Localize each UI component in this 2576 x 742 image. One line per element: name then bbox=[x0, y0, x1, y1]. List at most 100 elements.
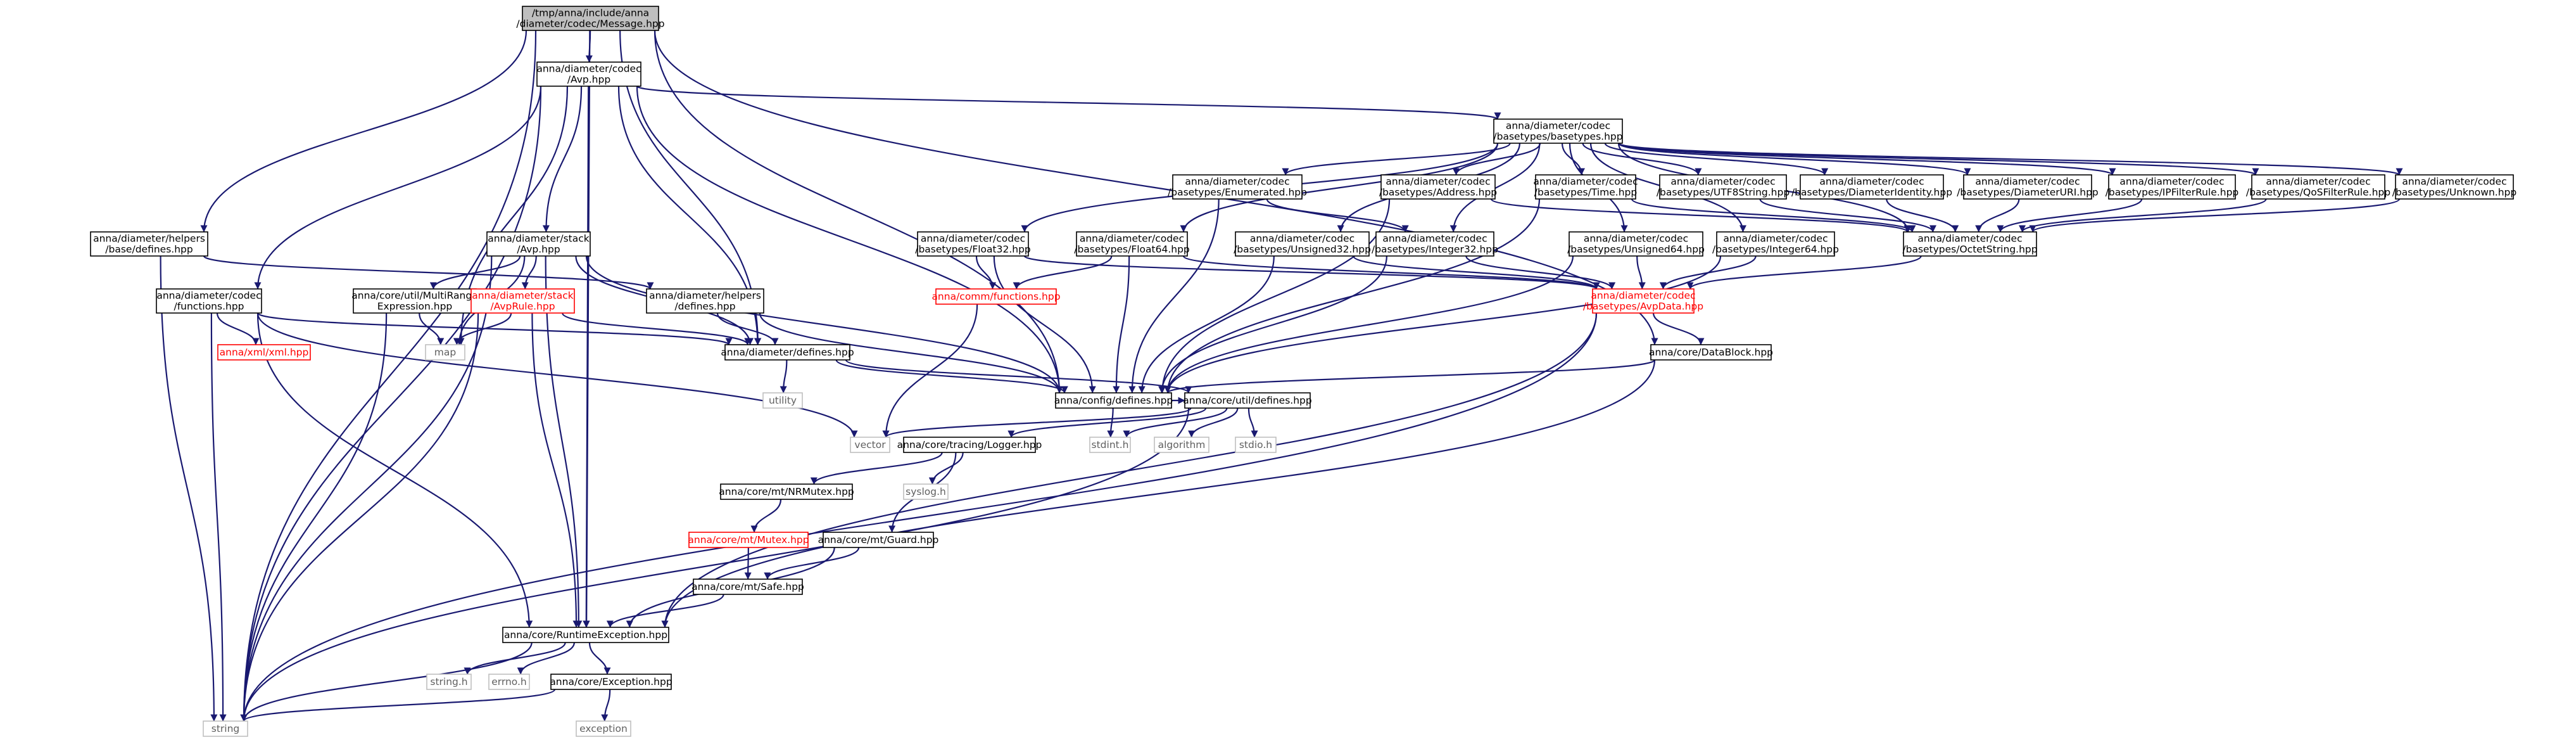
node-label-line: /basetypes/DiameterIdentity.hpp bbox=[1791, 187, 1952, 198]
node-float32[interactable]: anna/diameter/codec/basetypes/Float32.hp… bbox=[915, 231, 1031, 257]
node-label-line: /diameter/codec/Message.hpp bbox=[516, 18, 664, 30]
node-box bbox=[1380, 174, 1496, 200]
node-nrmutex[interactable]: anna/core/mt/NRMutex.hpp bbox=[719, 483, 854, 500]
node-box bbox=[536, 61, 641, 87]
node-vector: vector bbox=[850, 437, 890, 453]
node-integer32[interactable]: anna/diameter/codec/basetypes/Integer32.… bbox=[1372, 231, 1498, 257]
edge-util-defines-to-stdint bbox=[1123, 407, 1228, 438]
edge-message-to-datablock bbox=[653, 30, 1658, 345]
node-runtime[interactable]: anna/core/RuntimeException.hpp bbox=[502, 627, 669, 643]
node-label-line: /basetypes/Unsigned64.hpp bbox=[1567, 244, 1705, 255]
node-util-defines[interactable]: anna/core/util/defines.hpp bbox=[1183, 392, 1312, 409]
edge-util-defines-to-vector bbox=[882, 407, 1192, 438]
node-qosfilter[interactable]: anna/diameter/codec/basetypes/QoSFilterR… bbox=[2246, 174, 2390, 200]
node-syslog: syslog.h bbox=[903, 483, 949, 500]
node-box bbox=[1375, 231, 1494, 257]
edge-basetypes-to-unknown bbox=[1617, 142, 2402, 176]
edge-exception-hpp-to-exception bbox=[601, 689, 611, 722]
edge-helpers-base-defines-to-helpers-defines bbox=[203, 255, 654, 290]
node-diamuri[interactable]: anna/diameter/codec/basetypes/DiameterUR… bbox=[1957, 174, 2099, 200]
node-avp[interactable]: anna/diameter/codec/Avp.hpp bbox=[536, 61, 641, 87]
node-helpers-defines[interactable]: anna/diameter/helpers/defines.hpp bbox=[646, 288, 764, 314]
edge-basetypes-to-utf8 bbox=[1582, 143, 1702, 176]
node-label-line: anna/diameter/codec bbox=[156, 290, 261, 302]
edge-basetypes-to-address bbox=[1452, 143, 1541, 176]
node-label-line: anna/diameter/codec bbox=[1080, 233, 1184, 245]
node-avpdata[interactable]: anna/diameter/codec/basetypes/AvpData.hp… bbox=[1583, 288, 1703, 314]
node-label-line: anna/diameter/codec bbox=[1723, 233, 1828, 245]
node-box bbox=[2395, 174, 2514, 200]
node-label-line: anna/diameter/codec bbox=[1584, 233, 1688, 245]
node-logger[interactable]: anna/core/tracing/Logger.hpp bbox=[897, 437, 1042, 453]
node-unsigned32[interactable]: anna/diameter/codec/basetypes/Unsigned32… bbox=[1234, 231, 1371, 257]
node-label-line: /basetypes/Integer32.hpp bbox=[1372, 244, 1498, 255]
edge-runtime-to-exception-hpp bbox=[588, 642, 611, 675]
node-box bbox=[1535, 174, 1636, 200]
edge-enumerated-to-config-defines bbox=[1128, 198, 1220, 393]
node-label-line: anna/comm/functions.hpp bbox=[931, 291, 1060, 302]
edge-multirange-to-map bbox=[419, 312, 445, 345]
node-label-line: /basetypes/DiameterURI.hpp bbox=[1957, 187, 2099, 198]
node-mutex[interactable]: anna/core/mt/Mutex.hpp bbox=[688, 532, 809, 548]
node-box bbox=[1903, 231, 2037, 257]
node-comm-functions[interactable]: anna/comm/functions.hpp bbox=[931, 288, 1061, 305]
node-label-line: /basetypes/Integer64.hpp bbox=[1712, 244, 1839, 255]
node-label-line: stdint.h bbox=[1092, 439, 1129, 451]
node-guard[interactable]: anna/core/mt/Guard.hpp bbox=[818, 532, 939, 548]
node-box bbox=[1235, 437, 1277, 453]
node-config-defines[interactable]: anna/config/defines.hpp bbox=[1054, 392, 1173, 409]
node-label-line: /basetypes/Unknown.hpp bbox=[2392, 187, 2516, 198]
node-string-h: string.h bbox=[426, 674, 472, 690]
node-label-line: anna/core/tracing/Logger.hpp bbox=[897, 439, 1042, 451]
node-enumerated[interactable]: anna/diameter/codec/basetypes/Enumerated… bbox=[1168, 174, 1307, 200]
node-label-line: /basetypes/Address.hpp bbox=[1379, 187, 1497, 198]
node-label-line: anna/diameter/codec bbox=[1506, 120, 1610, 132]
edge-codec-functions-to-diameter-defines bbox=[256, 312, 733, 346]
node-basetypes[interactable]: anna/diameter/codec/basetypes/basetypes.… bbox=[1493, 118, 1623, 144]
node-exception-hpp[interactable]: anna/core/Exception.hpp bbox=[550, 674, 672, 690]
edge-codec-functions-to-string bbox=[210, 312, 227, 722]
node-utf8[interactable]: anna/diameter/codec/basetypes/UTF8String… bbox=[1657, 174, 1790, 200]
node-diamident[interactable]: anna/diameter/codec/basetypes/DiameterId… bbox=[1791, 174, 1952, 200]
node-label-line: anna/core/util/defines.hpp bbox=[1183, 395, 1311, 406]
node-time[interactable]: anna/diameter/codec/basetypes/Time.hpp bbox=[1533, 174, 1638, 200]
node-safe[interactable]: anna/core/mt/Safe.hpp bbox=[691, 579, 804, 595]
edge-message-to-config-defines bbox=[653, 30, 1063, 393]
node-errno: errno.h bbox=[488, 674, 530, 690]
node-codec-functions[interactable]: anna/diameter/codec/functions.hpp bbox=[156, 288, 262, 314]
node-label-line: string bbox=[212, 723, 240, 734]
node-stack-avp[interactable]: anna/diameter/stack/Avp.hpp bbox=[486, 231, 591, 257]
node-diameter-defines[interactable]: anna/diameter/defines.hpp bbox=[721, 344, 854, 361]
node-unknown[interactable]: anna/diameter/codec/basetypes/Unknown.hp… bbox=[2392, 174, 2516, 200]
node-xml[interactable]: anna/xml/xml.hpp bbox=[217, 344, 311, 361]
node-label-line: exception bbox=[579, 723, 628, 734]
node-octetstring[interactable]: anna/diameter/codec/basetypes/OctetStrin… bbox=[1902, 231, 2038, 257]
edge-unsigned32-to-avpdata bbox=[1353, 255, 1600, 290]
node-label-line: stdio.h bbox=[1239, 439, 1272, 451]
node-unsigned64[interactable]: anna/diameter/codec/basetypes/Unsigned64… bbox=[1567, 231, 1705, 257]
node-label-line: anna/diameter/codec bbox=[2119, 176, 2224, 188]
edge-enumerated-to-integer32 bbox=[1266, 198, 1409, 233]
node-box bbox=[426, 674, 472, 690]
node-label-line: /functions.hpp bbox=[174, 301, 244, 312]
node-box bbox=[724, 344, 850, 361]
node-helpers-base-defines[interactable]: anna/diameter/helpers/base/defines.hpp bbox=[90, 231, 208, 257]
edge-message-to-string bbox=[240, 30, 537, 722]
edge-message-to-helpers-base-defines bbox=[200, 30, 527, 233]
node-ipfilter[interactable]: anna/diameter/codec/basetypes/IPFilterRu… bbox=[2106, 174, 2239, 200]
node-message[interactable]: /tmp/anna/include/anna/diameter/codec/Me… bbox=[516, 6, 665, 31]
node-label-line: /basetypes/OctetString.hpp bbox=[1902, 244, 2037, 255]
node-box bbox=[488, 674, 530, 690]
node-integer64[interactable]: anna/diameter/codec/basetypes/Integer64.… bbox=[1712, 231, 1839, 257]
node-label-line: anna/core/Exception.hpp bbox=[550, 676, 672, 688]
node-address[interactable]: anna/diameter/codec/basetypes/Address.hp… bbox=[1379, 174, 1497, 200]
node-box bbox=[425, 344, 465, 361]
node-string: string bbox=[203, 720, 248, 737]
node-datablock[interactable]: anna/core/DataBlock.hpp bbox=[1649, 344, 1773, 361]
node-avprule[interactable]: anna/diameter/stack/AvpRule.hpp bbox=[470, 288, 575, 314]
node-float64[interactable]: anna/diameter/codec/basetypes/Float64.hp… bbox=[1074, 231, 1190, 257]
node-stdio: stdio.h bbox=[1235, 437, 1277, 453]
node-box bbox=[688, 532, 809, 548]
edge-basetypes-to-float64 bbox=[1180, 143, 1499, 233]
